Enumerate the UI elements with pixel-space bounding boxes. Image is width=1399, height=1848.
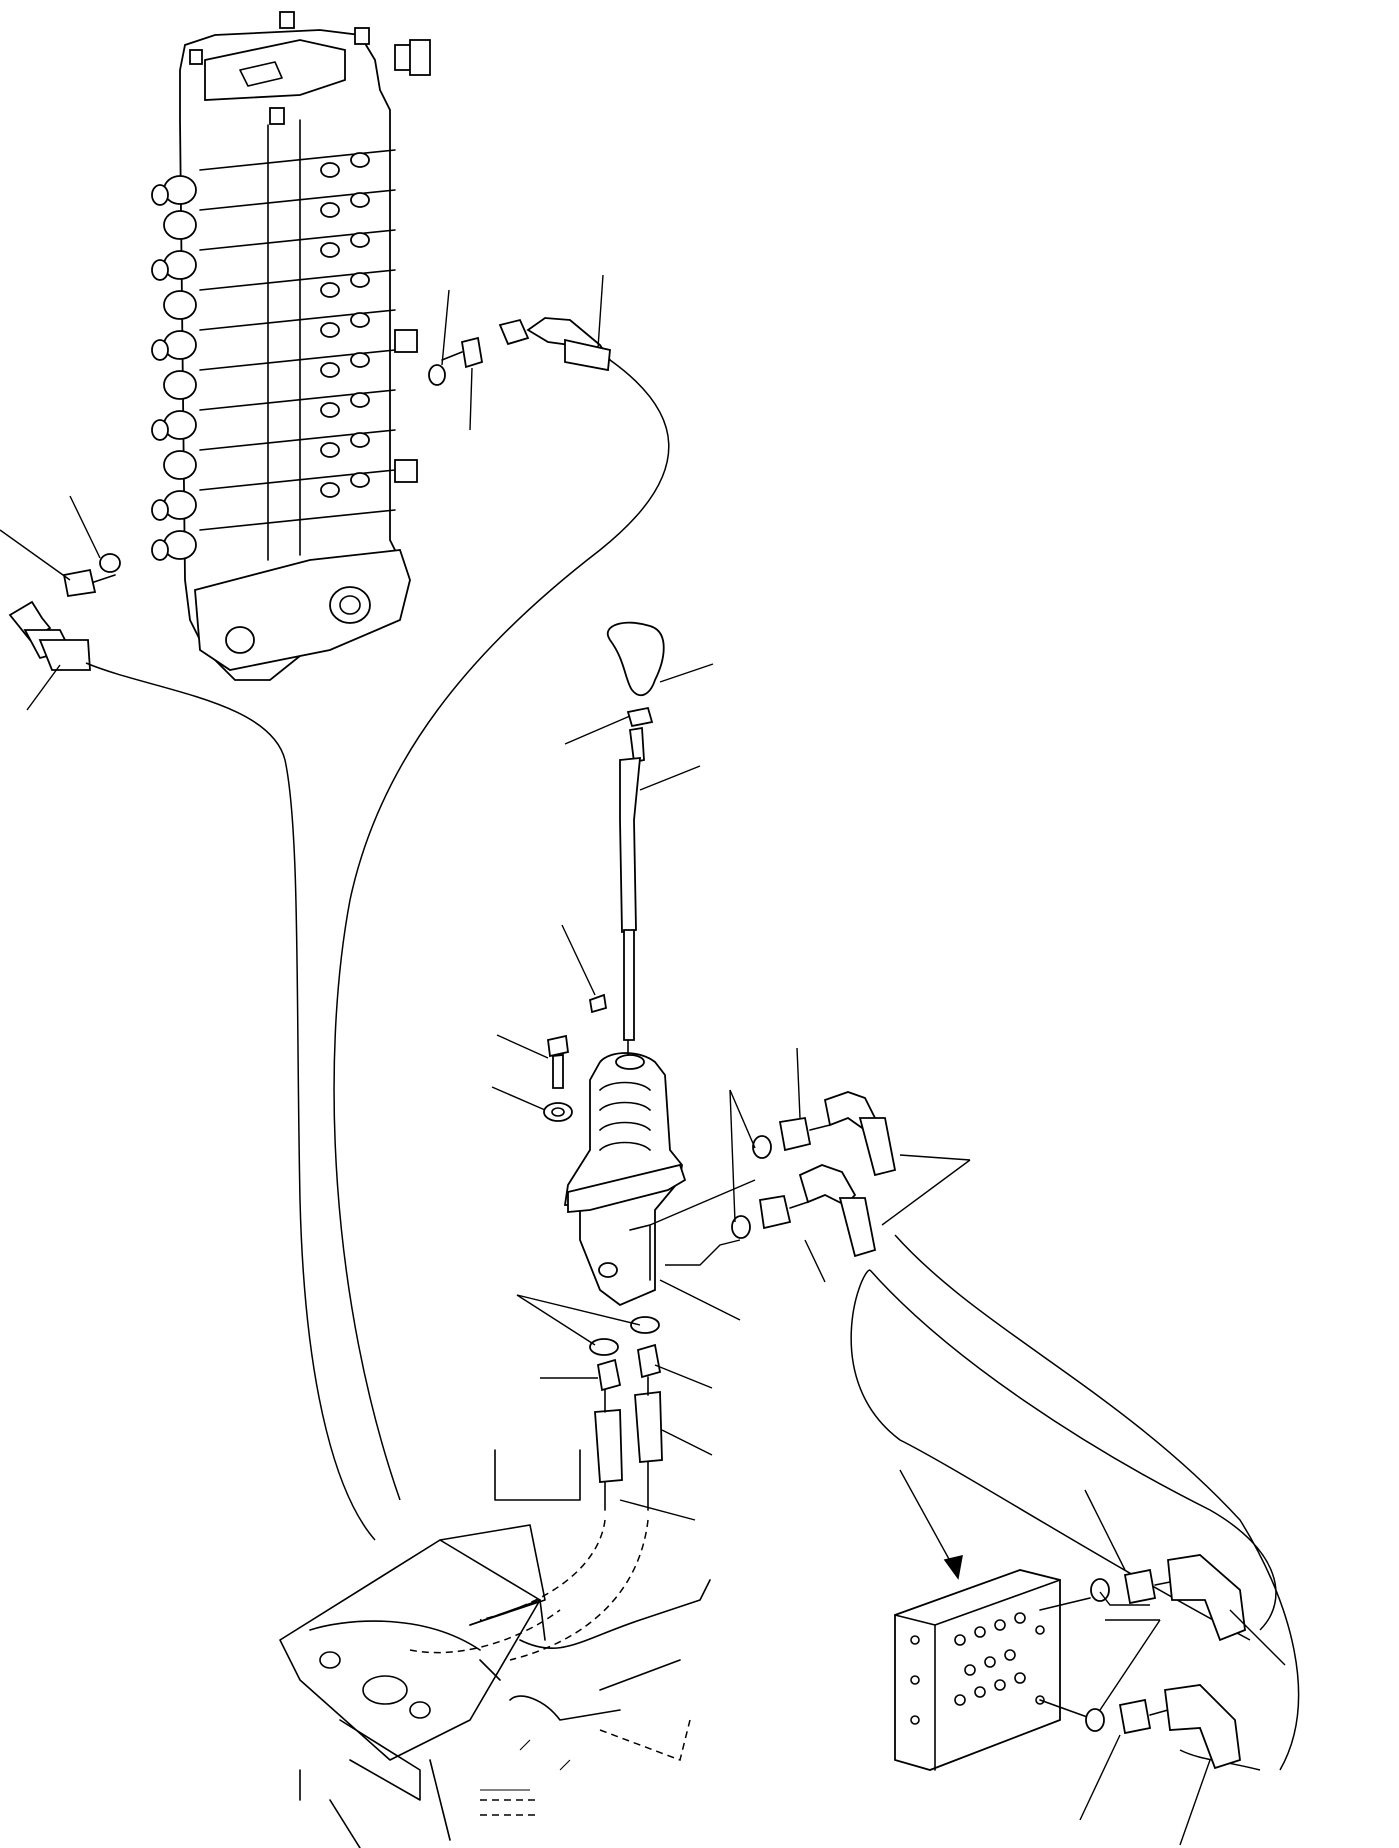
- mounting-bracket: [279, 1449, 711, 1848]
- manifold-fittings: [1079, 1489, 1286, 1846]
- lever-assembly: [491, 621, 714, 1122]
- manifold-block: [894, 1469, 1091, 1771]
- right-side-ports: [320, 152, 418, 498]
- lower-hose-fittings: [516, 1294, 713, 1521]
- left-hose-fittings: [0, 495, 121, 711]
- left-spool-caps: [151, 175, 197, 561]
- control-valve-assembly: [151, 11, 431, 681]
- upper-hose-fittings: [428, 274, 612, 431]
- pilot-valve-body: [563, 1039, 756, 1321]
- side-hose-fittings: [729, 1047, 971, 1283]
